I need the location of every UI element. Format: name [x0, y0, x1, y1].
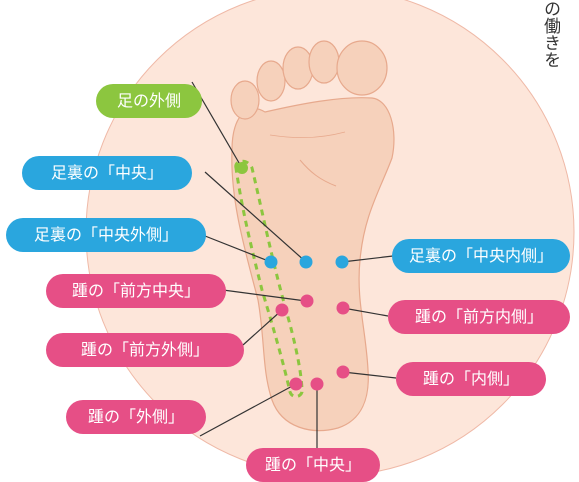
label-foot-outer-side: 足の外側: [96, 84, 202, 118]
toe-second: [309, 41, 339, 83]
toe-big: [337, 41, 387, 95]
point-sole-center: [300, 256, 313, 269]
label-sole-center-inner: 足裏の「中央内側」: [392, 239, 570, 273]
label-heel-front-inner: 踵の「前方内側」: [388, 300, 570, 334]
point-heel-outer: [290, 378, 303, 391]
point-heel-front-outer: [276, 304, 289, 317]
label-heel-front-center: 踵の「前方中央」: [46, 274, 226, 308]
label-heel-front-outer: 踵の「前方外側」: [46, 333, 244, 367]
side-vertical-text: の働きを: [540, 0, 560, 110]
label-sole-center-outer: 足裏の「中央外側」: [6, 218, 206, 252]
point-sole-center-inner: [336, 256, 349, 269]
toe-third: [283, 47, 313, 89]
toe-little: [231, 81, 259, 119]
label-heel-inner: 踵の「内側」: [396, 362, 546, 396]
toe-fourth: [257, 61, 285, 101]
point-heel-center: [311, 378, 324, 391]
point-heel-inner: [337, 366, 350, 379]
label-sole-center: 足裏の「中央」: [22, 156, 192, 190]
point-foot-outer-side: [236, 162, 248, 174]
label-heel-outer: 踵の「外側」: [66, 400, 206, 434]
point-heel-front-inner: [337, 302, 350, 315]
point-heel-front-center: [301, 295, 314, 308]
point-sole-center-outer: [265, 256, 278, 269]
